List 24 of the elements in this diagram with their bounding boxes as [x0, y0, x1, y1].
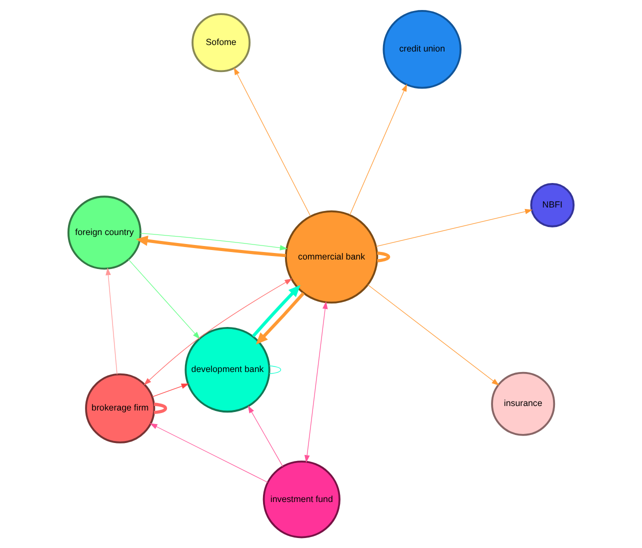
- arrow: [106, 268, 118, 375]
- arrow: [140, 232, 288, 250]
- node-circle: Sofome: [192, 13, 251, 72]
- node-circle: brokerage firm: [85, 373, 156, 444]
- arrow: [152, 384, 189, 398]
- connector: [268, 366, 282, 374]
- arrow: [150, 423, 268, 483]
- arrow: [376, 208, 533, 247]
- arrow: [248, 405, 284, 467]
- node-circle: NBFI: [530, 183, 575, 228]
- arrow: [256, 292, 305, 345]
- arrow: [234, 67, 311, 216]
- connector: [377, 251, 390, 262]
- node-circle: investment fund: [262, 460, 340, 538]
- arrow: [128, 259, 200, 340]
- arrow: [144, 278, 292, 386]
- node-circle: foreign country: [67, 196, 142, 270]
- node-circle: credit union: [382, 10, 462, 89]
- arrow: [367, 284, 500, 386]
- arrow: [136, 236, 286, 258]
- arrow: [252, 284, 300, 338]
- connector: [154, 402, 168, 414]
- arrow: [304, 301, 328, 463]
- arrow: [350, 84, 408, 216]
